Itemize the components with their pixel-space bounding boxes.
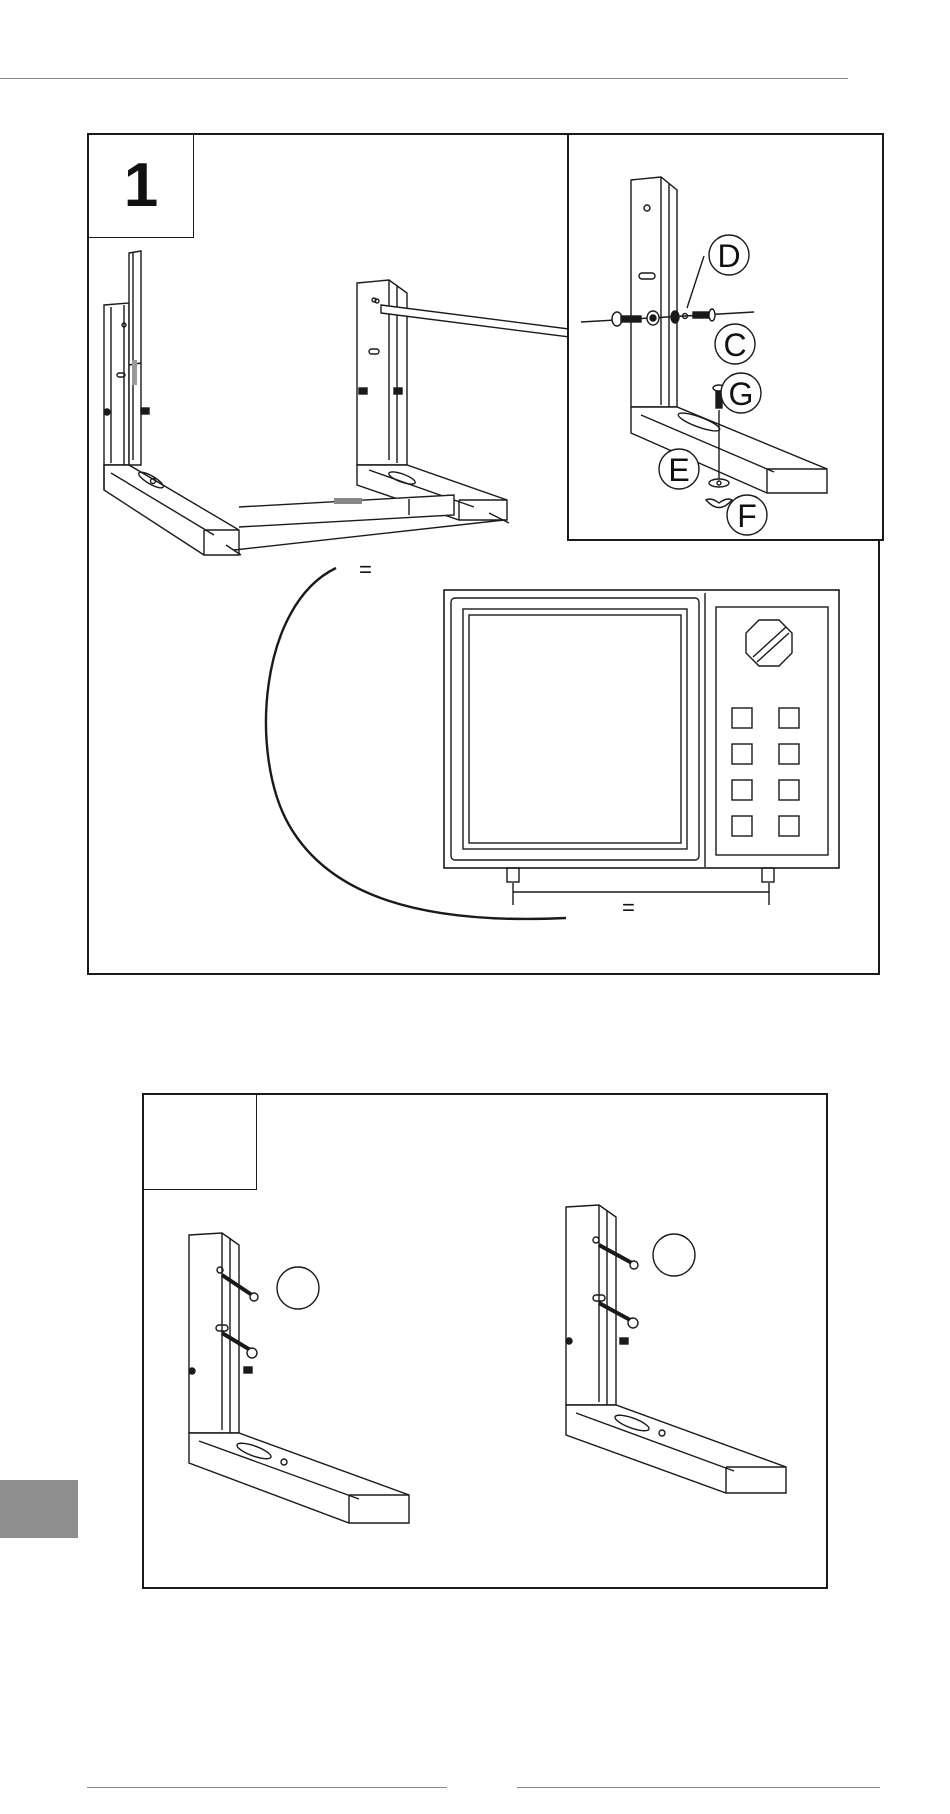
svg-text:C: C bbox=[723, 327, 746, 363]
step-2-illustration bbox=[144, 1095, 830, 1591]
equal-mark-top: = bbox=[359, 557, 372, 582]
callout-labels: D C G E F bbox=[569, 135, 886, 543]
step-2-panel bbox=[142, 1093, 828, 1589]
svg-text:D: D bbox=[717, 238, 740, 274]
callout-c: C bbox=[715, 324, 755, 364]
callout-e: E bbox=[659, 449, 699, 489]
callout-g: G bbox=[721, 373, 761, 413]
microwave-oven-icon bbox=[444, 590, 839, 905]
equal-mark-bottom: = bbox=[622, 895, 635, 920]
center-arc bbox=[266, 568, 566, 919]
svg-text:E: E bbox=[668, 452, 689, 488]
callout-empty-left bbox=[277, 1267, 319, 1309]
language-side-tab bbox=[0, 1480, 78, 1538]
bracket-icon bbox=[104, 251, 239, 555]
callout-f: F bbox=[727, 495, 767, 535]
header-rule bbox=[0, 78, 848, 79]
callout-empty-right bbox=[653, 1234, 695, 1276]
step-1-panel: 1 bbox=[87, 133, 880, 975]
footer-rule-right bbox=[517, 1787, 880, 1788]
detail-inset: D C G E F bbox=[567, 133, 884, 541]
footer-rule-left bbox=[87, 1787, 447, 1788]
callout-d: D bbox=[709, 235, 749, 275]
svg-text:F: F bbox=[737, 498, 757, 534]
svg-text:G: G bbox=[729, 376, 754, 412]
